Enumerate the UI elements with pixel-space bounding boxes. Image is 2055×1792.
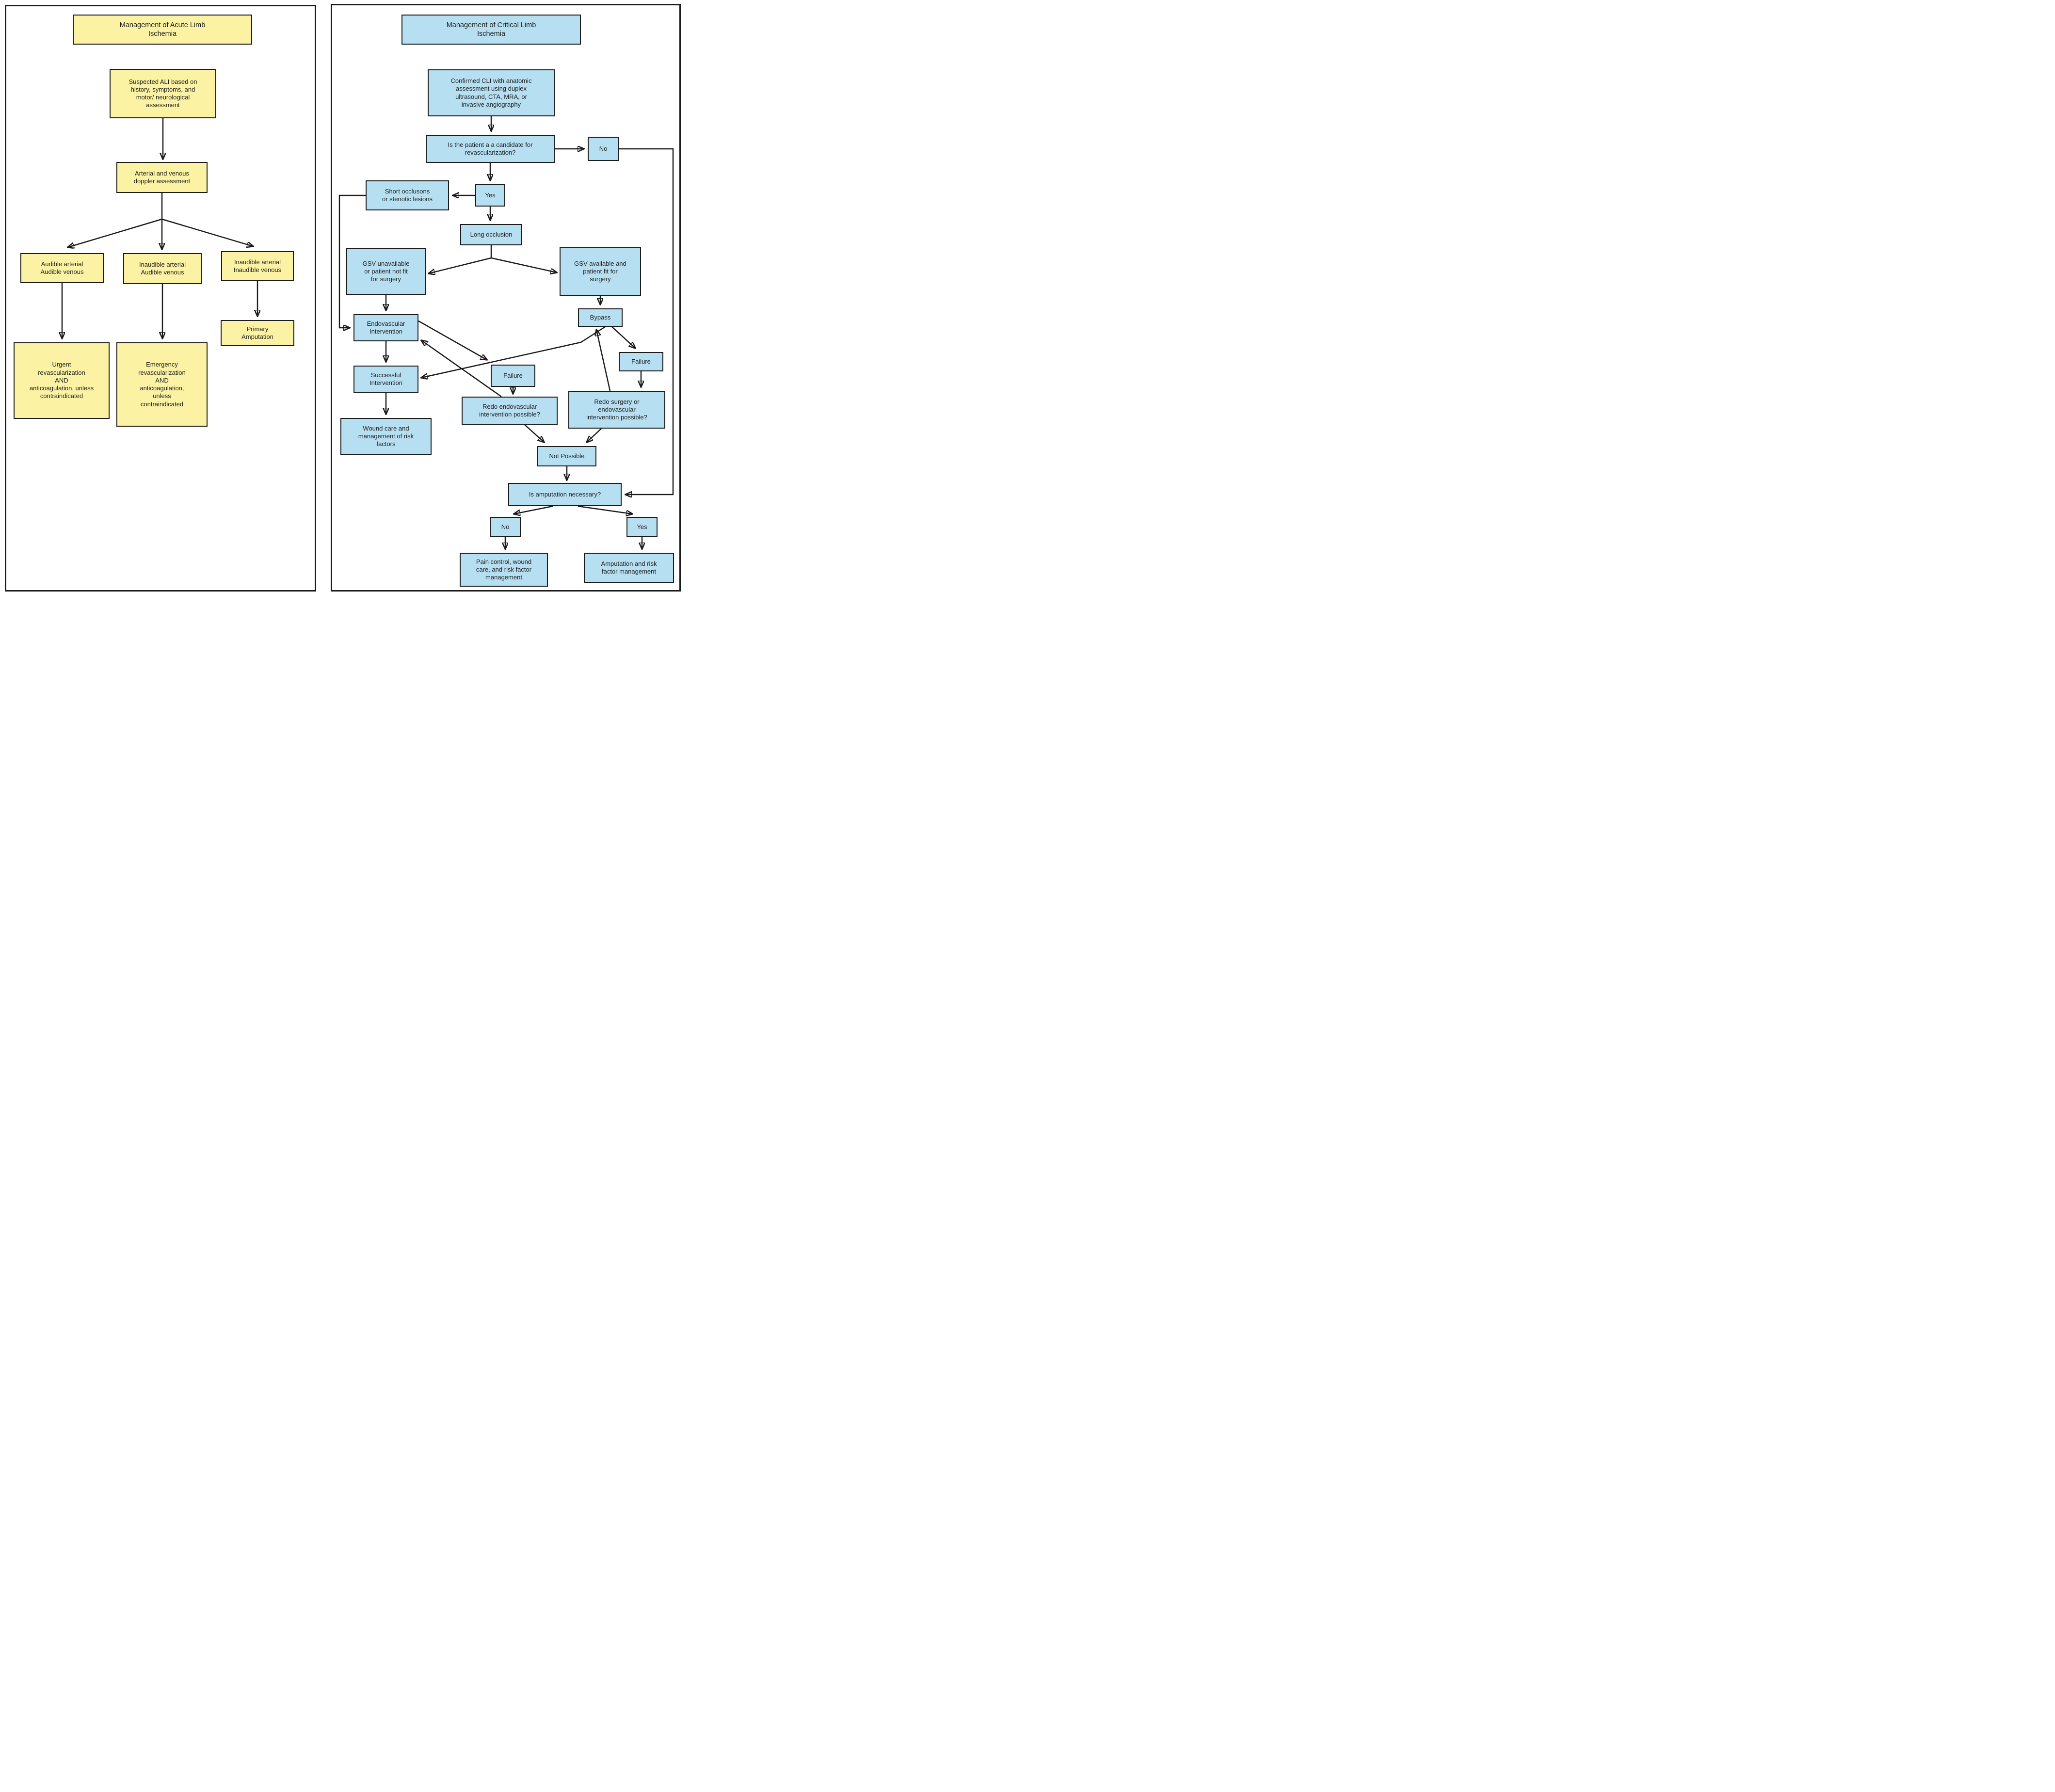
node-amputation-management: Amputation and risk factor management [584,553,674,583]
node-urgent-revascularization: Urgent revascularization AND anticoagula… [14,342,110,419]
node-audible-audible: Audible arterial Audible venous [20,253,104,283]
node-pain-control: Pain control, wound care, and risk facto… [460,553,548,587]
node-failure-bypass: Failure [619,352,663,371]
node-long-occlusion: Long occlusion [460,224,522,245]
node-failure-endovascular: Failure [491,365,535,387]
node-successful-intervention: Successful Intervention [353,366,418,393]
ali-title: Management of Acute Limb Ischemia [73,15,252,45]
node-yes-revascularization: Yes [475,184,505,207]
node-confirmed-cli: Confirmed CLI with anatomic assessment u… [428,69,555,116]
node-endovascular-intervention: Endovascular Intervention [353,314,418,341]
node-redo-endovascular-question: Redo endovascular intervention possible? [462,397,558,425]
node-gsv-unavailable: GSV unavailable or patient not fit for s… [346,248,426,295]
node-amputation-question: Is amputation necessary? [508,483,622,506]
cli-title: Management of Critical Limb Ischemia [401,15,581,45]
node-not-possible: Not Possible [537,446,596,466]
node-emergency-revascularization: Emergency revascularization AND anticoag… [116,342,208,427]
node-inaudible-audible: Inaudible arterial Audible venous [123,253,202,284]
node-suspected-ali: Suspected ALI based on history, symptoms… [110,69,216,118]
node-short-occlusions: Short occlusons or stenotic lesions [366,180,449,210]
node-no-revascularization: No [588,137,619,161]
node-inaudible-inaudible: Inaudible arterial Inaudible venous [221,251,294,281]
node-bypass: Bypass [578,308,623,327]
node-wound-care: Wound care and management of risk factor… [340,418,432,455]
node-gsv-available: GSV available and patient fit for surger… [560,247,641,296]
node-redo-surgery-question: Redo surgery or endovascular interventio… [568,391,665,429]
node-yes-amputation: Yes [626,517,658,537]
node-no-amputation: No [490,517,521,537]
node-doppler-assessment: Arterial and venous doppler assessment [116,162,208,193]
node-candidate-question: Is the patient a a candidate for revascu… [426,135,555,163]
node-primary-amputation: Primary Amputation [221,320,294,346]
